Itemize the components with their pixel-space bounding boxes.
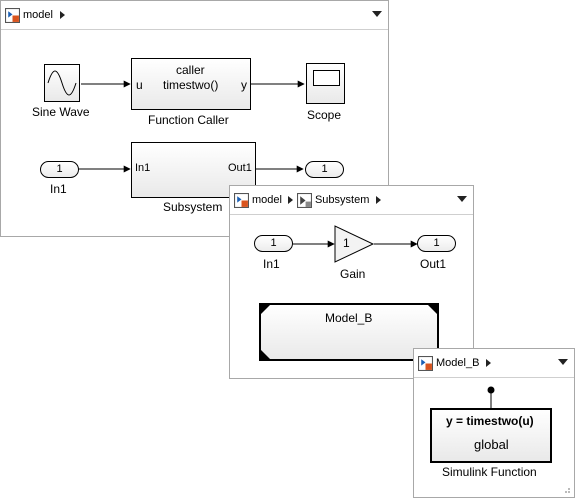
caller-input-port: u (136, 78, 143, 92)
chevron-down-icon[interactable] (372, 11, 382, 17)
subsystem-window: model Subsystem 1 In1 1 Gain 1 Out1 Mode (229, 185, 474, 379)
simulink-function-label: Simulink Function (442, 465, 537, 479)
subsystem-label: Subsystem (163, 200, 223, 214)
caller-function: timestwo() (163, 78, 219, 92)
chevron-down-icon[interactable] (558, 359, 568, 365)
chevron-down-icon[interactable] (457, 196, 467, 202)
breadcrumb[interactable]: Model_B (418, 355, 497, 371)
subsystem-input-port: In1 (135, 162, 151, 174)
subsystem-output-port: Out1 (228, 162, 252, 174)
function-scope: global (474, 437, 509, 452)
scope-screen-icon (313, 70, 340, 86)
breadcrumb[interactable]: model (5, 7, 71, 23)
inport-label: In1 (263, 257, 280, 271)
model-toolbar: model (1, 1, 388, 30)
gain-label: Gain (340, 267, 366, 281)
gain-value: 1 (343, 236, 350, 250)
caller-output-port: y (241, 78, 247, 92)
subsystem-icon (296, 192, 312, 208)
outport-block[interactable]: 1 (417, 235, 456, 252)
sine-wave-label: Sine Wave (32, 105, 90, 119)
sine-wave-icon (47, 70, 77, 96)
breadcrumb-subsystem[interactable]: Subsystem (314, 194, 370, 206)
sine-wave-block[interactable] (44, 64, 80, 102)
simulink-function-block[interactable]: y = timestwo(u) global (430, 408, 552, 463)
breadcrumb[interactable]: model Subsystem (234, 192, 387, 208)
outport-block[interactable]: 1 (305, 161, 344, 178)
subsystem-canvas (293, 225, 418, 263)
model-b-canvas (487, 386, 495, 408)
breadcrumb-model-b[interactable]: Model_B (436, 357, 480, 369)
model-b-toolbar: Model_B (414, 349, 574, 378)
breadcrumb-model[interactable]: model (252, 194, 282, 206)
model-b-window: Model_B y = timestwo(u) global Simulink … (413, 348, 575, 498)
resize-grip-icon[interactable] (562, 485, 571, 494)
function-caller-label: Function Caller (148, 113, 229, 127)
trigger-port-icon (487, 386, 495, 394)
gain-block[interactable] (334, 225, 375, 263)
function-signature: y = timestwo(u) (446, 414, 534, 428)
breadcrumb-arrow-icon[interactable] (376, 196, 382, 204)
model-window: model Sine Wave caller timestwo() u y Fu… (0, 0, 389, 237)
inport-block[interactable]: 1 (254, 235, 293, 252)
inport-label: In1 (50, 182, 67, 196)
inport-block[interactable]: 1 (40, 161, 79, 178)
breadcrumb-arrow-icon[interactable] (59, 11, 65, 19)
model-reference-block[interactable]: Model_B (259, 303, 439, 361)
breadcrumb-arrow-icon[interactable] (287, 196, 293, 204)
scope-label: Scope (307, 108, 342, 122)
model-canvas (79, 80, 305, 173)
breadcrumb-model[interactable]: model (23, 9, 53, 21)
breadcrumb-arrow-icon[interactable] (486, 359, 492, 367)
caller-name: caller (176, 63, 205, 77)
model-reference-name: Model_B (325, 311, 373, 325)
subsystem-toolbar: model Subsystem (230, 186, 473, 215)
function-caller-block[interactable]: caller timestwo() u y (131, 58, 251, 110)
outport-label: Out1 (420, 257, 447, 271)
scope-block[interactable] (306, 63, 345, 104)
